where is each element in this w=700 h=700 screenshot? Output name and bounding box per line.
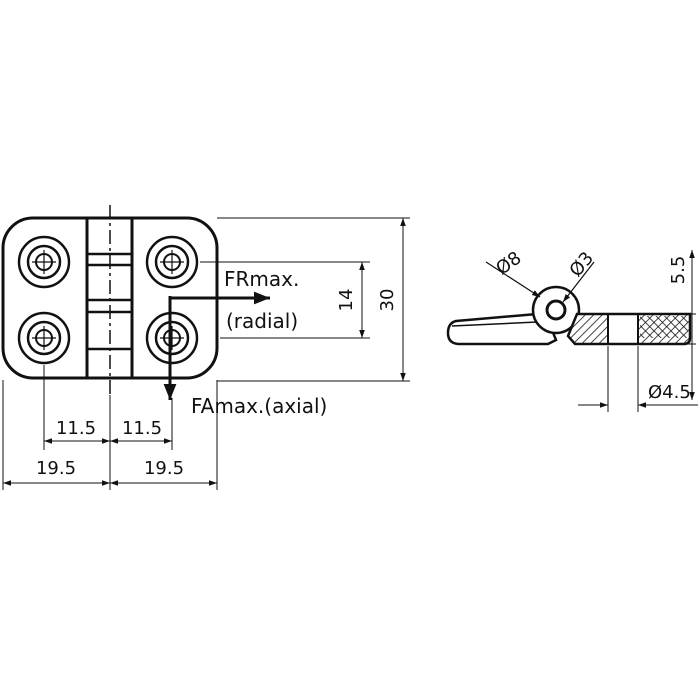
radial-force-name: FRmax. [224,267,299,291]
dim-height: 30 [377,289,398,312]
dim-left-hole-offset: 11.5 [56,418,96,439]
dim-leaf-height: 5.5 [668,256,689,285]
dim-hole-diameter: Ø4.5 [648,382,691,403]
axial-force-label: FAmax.(axial) [191,394,327,418]
leaf-left [446,312,558,346]
hole-bottom-left [17,311,71,365]
radial-force-desc: (radial) [226,309,298,333]
dim-pin-diameter: Ø3 [566,248,599,281]
dim-right-outer-width: 19.5 [144,458,184,479]
side-view: Ø8 Ø3 5.5 Ø4.5 [446,248,698,412]
pin-hole [545,299,567,321]
hole-bottom-right [145,311,199,365]
dim-hole-spacing: 14 [336,289,357,312]
hole-top-right [145,235,199,289]
dim-knuckle-diameter: Ø8 [492,248,525,280]
hole-top-left [17,235,71,289]
leader-knuckle-diameter [485,261,541,298]
dim-right-hole-offset: 11.5 [122,418,162,439]
leader-pin-diameter [562,261,595,303]
front-view: 11.5 11.5 19.5 19.5 14 30 FRmax. (radial… [1,205,410,490]
dim-left-outer-width: 19.5 [36,458,76,479]
